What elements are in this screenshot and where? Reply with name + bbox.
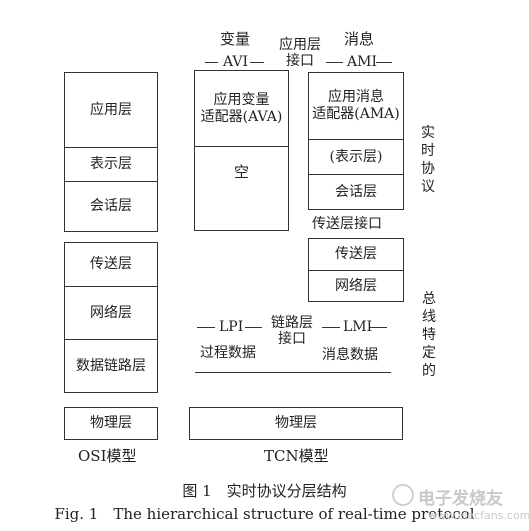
- figure-caption-en: Fig. 1 The hierarchical structure of rea…: [54, 505, 475, 523]
- divider: [65, 181, 157, 182]
- ava-empty: 空: [233, 162, 249, 181]
- ama-session-layer: 会话层: [335, 183, 377, 200]
- divider: [309, 270, 403, 271]
- osi-application-layer: 应用层: [90, 101, 132, 118]
- tcn-transport-layer: 传送层: [335, 246, 377, 262]
- avi-marker: AVI: [223, 54, 249, 70]
- tcn-model-label: TCN模型: [264, 447, 329, 465]
- elecfans-logo-icon: [392, 484, 414, 506]
- ama-presentation-layer: (表示层): [329, 148, 383, 165]
- lmi-line-left: [322, 327, 340, 328]
- divider: [309, 174, 403, 175]
- tcn-transport-stack: 传送层 网络层: [308, 238, 404, 302]
- osi-network-layer: 网络层: [90, 304, 132, 321]
- osi-physical-box: 物理层: [64, 407, 158, 440]
- tcn-physical-box: 物理层: [189, 407, 403, 440]
- osi-physical-layer: 物理层: [90, 415, 132, 431]
- message-data-label: 消息数据: [322, 347, 378, 363]
- ami-top-label: 消息: [344, 30, 375, 48]
- ama-stack: 应用消息 适配器(AMA) (表示层) 会话层: [308, 72, 404, 210]
- lmi-marker: LMI: [343, 319, 373, 335]
- ava-adapter: 应用变量 适配器(AVA): [200, 91, 283, 125]
- link-layer-base-line: [195, 372, 391, 373]
- watermark-brand: 电子发烧友: [418, 489, 503, 509]
- bus-specific-label: 总线特定的: [422, 291, 436, 379]
- realtime-protocol-label: 实时协议: [421, 125, 435, 195]
- divider: [65, 339, 157, 340]
- figure-caption-zh: 图 1 实时协议分层结构: [182, 482, 347, 500]
- ava-stack: 应用变量 适配器(AVA) 空: [194, 70, 289, 231]
- divider: [195, 146, 288, 147]
- avi-top-label: 变量: [220, 30, 251, 48]
- divider: [309, 139, 403, 140]
- tcn-network-layer: 网络层: [335, 277, 377, 294]
- process-data-label: 过程数据: [200, 345, 256, 361]
- osi-upper-stack: 应用层 表示层 会话层: [64, 72, 158, 232]
- lpi-line-left: [197, 327, 215, 328]
- divider: [65, 147, 157, 148]
- lpi-line-right: [245, 327, 262, 328]
- ami-line-left: [326, 62, 343, 63]
- ami-line-right: [376, 62, 392, 63]
- osi-model-label: OSI模型: [78, 447, 137, 465]
- osi-lower-stack: 传送层 网络层 数据链路层: [64, 242, 158, 393]
- watermark-url: www.elecfans.com: [428, 509, 529, 522]
- tcn-physical-layer: 物理层: [275, 415, 317, 431]
- link-layer-interface-label: 链路层 接口: [271, 315, 313, 347]
- osi-presentation-layer: 表示层: [90, 156, 132, 172]
- osi-session-layer: 会话层: [90, 198, 132, 214]
- osi-transport-layer: 传送层: [90, 256, 132, 272]
- avi-line-right: [250, 62, 264, 63]
- transport-interface-label: 传送层接口: [312, 216, 382, 232]
- ami-marker: AMI: [347, 54, 377, 70]
- lpi-marker: LPI: [219, 319, 244, 335]
- avi-line-left: [205, 62, 218, 63]
- ama-adapter: 应用消息 适配器(AMA): [312, 89, 400, 122]
- lmi-line-right: [370, 327, 387, 328]
- app-layer-interface-label: 应用层 接口: [279, 37, 321, 69]
- divider: [65, 286, 157, 287]
- osi-data-link-layer: 数据链路层: [76, 357, 146, 374]
